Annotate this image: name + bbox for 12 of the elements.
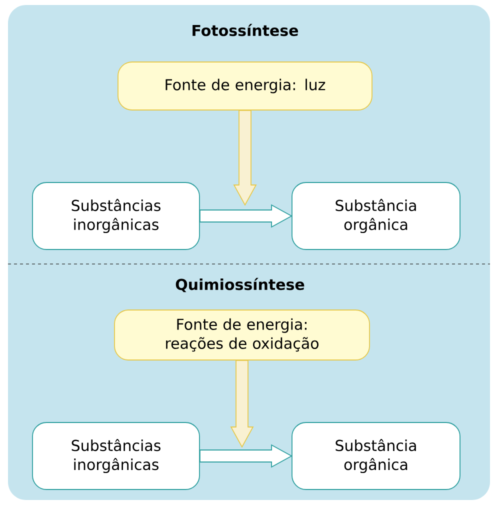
- energy-source-box: Fonte de energia: reações de oxidação: [114, 310, 370, 360]
- section-title: Quimiossíntese: [176, 278, 304, 292]
- substance-box: Substância orgânica: [292, 182, 460, 250]
- arrow: [200, 444, 292, 468]
- substance-box: Substância orgânica: [292, 422, 460, 490]
- substance-box: Substâncias inorgânicas: [32, 182, 200, 250]
- arrow: [233, 110, 257, 206]
- section-title: Fotossíntese: [192, 24, 298, 36]
- arrow: [230, 360, 254, 448]
- arrow: [200, 204, 292, 228]
- substance-box: Substâncias inorgânicas: [32, 422, 200, 490]
- energy-source-box: Fonte de energia: luz: [118, 62, 372, 110]
